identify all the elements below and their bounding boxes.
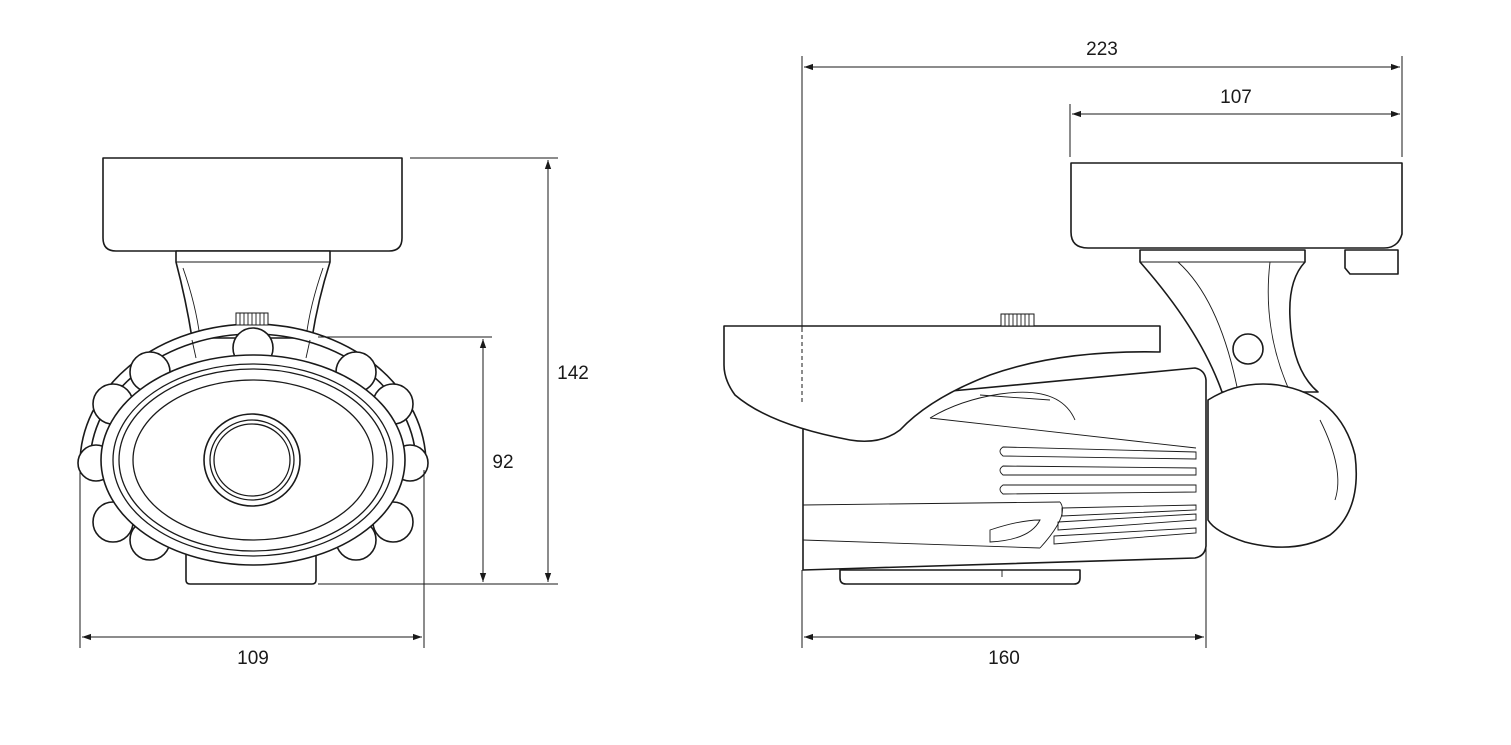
side-arm-screw <box>1232 333 1264 365</box>
front-dimensions: 109 142 92 <box>79 157 589 669</box>
dim-front-housing-height: 92 <box>492 452 513 473</box>
side-sunshield <box>723 325 1161 443</box>
side-mount-arm <box>1139 249 1319 393</box>
side-ball-joint <box>1207 383 1358 548</box>
front-mount-base <box>102 157 403 252</box>
front-adjust-knob <box>235 312 269 326</box>
side-mount-base <box>1070 162 1403 249</box>
side-bottom-bracket <box>839 569 1081 585</box>
dim-side-total-length: 223 <box>1086 39 1118 60</box>
dim-front-total-height: 142 <box>557 363 589 384</box>
side-cooling-fins <box>999 446 1197 545</box>
front-view <box>77 157 429 585</box>
front-housing <box>77 327 429 566</box>
side-adjust-knob <box>1000 313 1035 327</box>
side-dimensions: 223 107 160 <box>801 39 1403 669</box>
dim-front-width: 109 <box>237 648 269 669</box>
front-lens <box>203 413 301 507</box>
side-view <box>723 162 1403 585</box>
dim-side-mount-length: 107 <box>1220 87 1252 108</box>
dim-side-body-length: 160 <box>988 648 1020 669</box>
